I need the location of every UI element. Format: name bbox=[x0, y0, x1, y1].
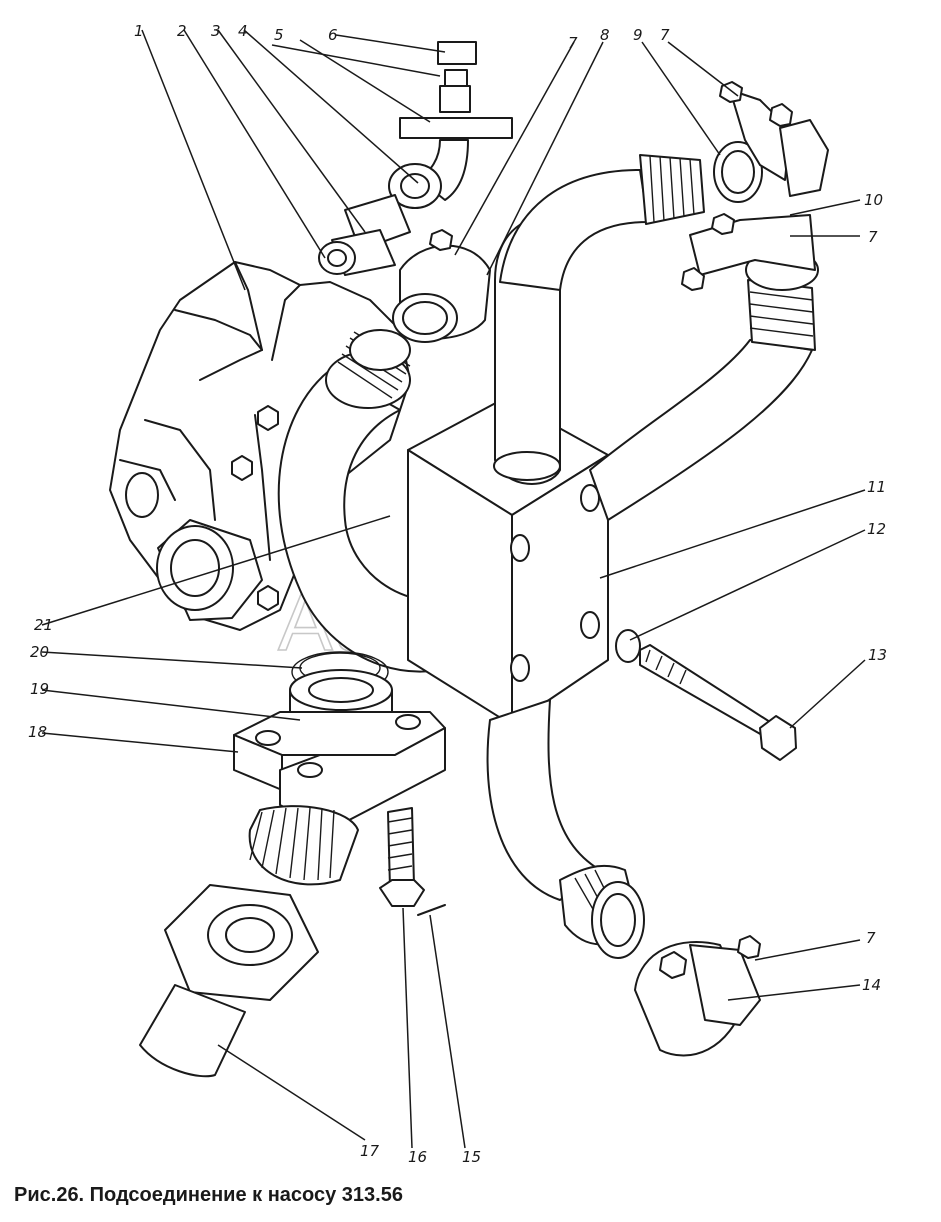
bolt-and-pin bbox=[379, 807, 446, 916]
union-nut bbox=[139, 884, 319, 1078]
callout-7-top-b: 7 bbox=[660, 26, 670, 44]
callout-11: 11 bbox=[867, 478, 886, 496]
callout-17: 17 bbox=[360, 1142, 380, 1160]
callout-12: 12 bbox=[867, 520, 886, 538]
callout-7-bottom: 7 bbox=[866, 929, 876, 947]
callout-16: 16 bbox=[408, 1148, 427, 1166]
flange-assembly bbox=[233, 651, 446, 886]
callout-6: 6 bbox=[328, 26, 338, 44]
leader-lines bbox=[41, 29, 866, 1149]
pump-body bbox=[109, 261, 411, 631]
lower-pipe bbox=[486, 699, 761, 1057]
callout-7-right: 7 bbox=[868, 228, 878, 246]
callout-14: 14 bbox=[862, 976, 881, 994]
right-hose bbox=[589, 213, 819, 521]
callout-7-top-a: 7 bbox=[568, 34, 578, 52]
bolt-13 bbox=[615, 629, 797, 761]
callout-8: 8 bbox=[600, 26, 610, 44]
figure-caption: Рис.26. Подсоединение к насосу 313.56 bbox=[14, 1184, 403, 1206]
callout-2: 2 bbox=[177, 22, 187, 40]
u-pipe-front bbox=[277, 329, 471, 673]
callout-3: 3 bbox=[211, 22, 221, 40]
callout-21: 21 bbox=[34, 616, 53, 634]
callout-4: 4 bbox=[238, 22, 248, 40]
callout-13: 13 bbox=[868, 646, 887, 664]
callout-numbers: 1 2 3 4 5 6 7 7 8 9 7 10 7 11 12 13 14 1… bbox=[28, 22, 887, 1166]
callout-18: 18 bbox=[28, 723, 47, 741]
top-fittings bbox=[318, 41, 513, 343]
callout-1: 1 bbox=[134, 22, 144, 40]
callout-20: 20 bbox=[30, 643, 49, 661]
callout-9: 9 bbox=[633, 26, 643, 44]
callout-10: 10 bbox=[864, 191, 883, 209]
callout-19: 19 bbox=[30, 680, 49, 698]
callout-15: 15 bbox=[462, 1148, 481, 1166]
upper-hose bbox=[499, 81, 829, 291]
callout-5: 5 bbox=[274, 26, 284, 44]
